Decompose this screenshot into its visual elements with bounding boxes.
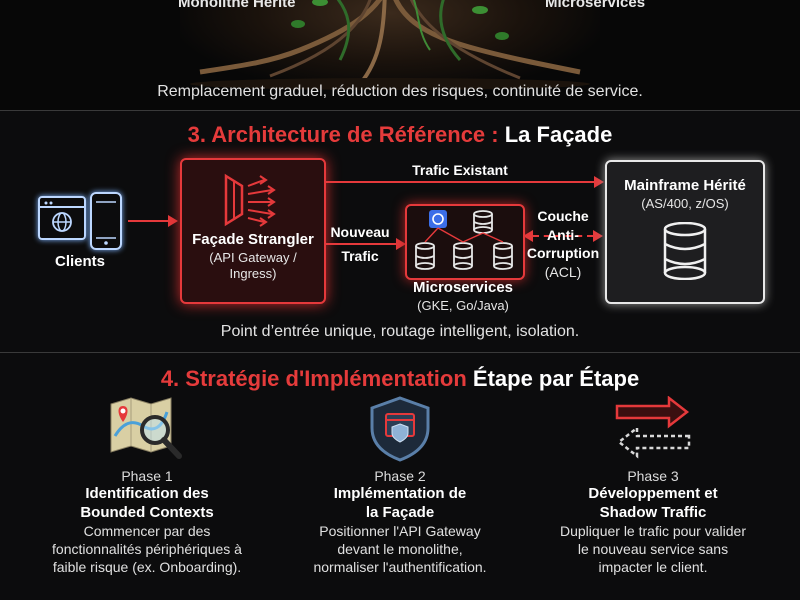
clients-to-facade-arrow — [128, 220, 170, 222]
phase-2-card: Phase 2 Implémentation de la Façade Posi… — [275, 396, 525, 576]
phase-3-title-1: Développement et — [588, 485, 718, 502]
legacy-mainframe-node: Mainframe Hérité (AS/400, z/OS) — [605, 160, 765, 304]
section4-title-white: Étape par Étape — [472, 366, 640, 391]
legacy-monolith-label: Monolithe Hérité — [178, 0, 296, 11]
database-icon — [663, 222, 707, 280]
acl-label-2: Anti- — [547, 227, 579, 243]
existing-traffic-arrow — [324, 181, 594, 183]
new-traffic-arrow — [324, 243, 396, 245]
top-banner: Monolithe Hérité Microservices Remplacem… — [0, 0, 800, 110]
new-traffic-arrowhead — [396, 238, 406, 250]
new-traffic-label-1: Nouveau — [330, 224, 390, 240]
facade-subtitle: (API Gateway / Ingress) — [209, 250, 297, 281]
section3-title-red: 3. Architecture de Référence : — [187, 122, 499, 147]
microservices-title: Microservices — [412, 279, 514, 296]
acl-left-arrowhead — [523, 230, 533, 242]
section4-title-red: 4. Stratégie d'Implémentation — [160, 366, 467, 391]
mainframe-subtitle: (AS/400, z/OS) — [641, 196, 729, 211]
strangler-facade-node: Façade Strangler (API Gateway / Ingress) — [180, 158, 326, 304]
phase-1-card: Phase 1 Identification des Bounded Conte… — [22, 396, 272, 576]
acl-right-arrowhead — [593, 230, 603, 242]
phase-1-desc-1: Commencer par des — [83, 523, 211, 539]
section3-title: 3. Architecture de Référence : La Façade — [0, 122, 800, 148]
top-caption: Remplacement graduel, réduction des risq… — [157, 83, 643, 100]
phase-2-number: Phase 2 — [374, 468, 426, 484]
acl-label-4: (ACL) — [544, 264, 582, 280]
smartphone-icon — [90, 192, 122, 250]
existing-traffic-arrowhead — [594, 176, 604, 188]
phase-1-desc-3: faible risque (ex. Onboarding). — [52, 559, 242, 575]
new-traffic-label-2: Trafic — [341, 248, 379, 264]
phase-3-title-2: Shadow Traffic — [599, 504, 707, 521]
tree-roots-icon — [190, 0, 590, 90]
acl-label-3: Corruption — [526, 245, 600, 261]
phase-1-number: Phase 1 — [121, 468, 173, 484]
acl-label-1: Couche — [537, 208, 589, 224]
section4-title: 4. Stratégie d'Implémentation Étape par … — [0, 366, 800, 392]
tree-illustration — [180, 0, 600, 90]
section-divider — [0, 110, 800, 111]
phase-3-desc-2: le nouveau service sans — [577, 541, 729, 557]
acl-dashed-arrow — [533, 235, 593, 237]
bidirectional-arrows-icon — [613, 395, 693, 462]
phase-3-number: Phase 3 — [627, 468, 679, 484]
microservices-subtitle: (GKE, Go/Java) — [417, 298, 509, 313]
phase-3-desc-1: Dupliquer le trafic pour valider — [560, 523, 746, 539]
phase-3-desc-3: impacter le client. — [598, 559, 708, 575]
phase-2-desc-3: normaliser l'authentification. — [313, 559, 487, 575]
mainframe-title: Mainframe Hérité — [624, 177, 746, 194]
microservices-label: Microservices — [545, 0, 646, 11]
section3-title-white: La Façade — [504, 122, 613, 147]
shield-browser-icon — [360, 396, 440, 462]
clients-to-facade-arrowhead — [168, 215, 178, 227]
phase-2-title-1: Implémentation de — [333, 485, 467, 502]
section3-caption: Point d’entrée unique, routage intellige… — [220, 323, 580, 340]
phase-2-desc-2: devant le monolithe, — [337, 541, 463, 557]
microservices-node — [405, 204, 525, 280]
database-cluster-icon — [415, 210, 513, 270]
map-search-icon — [107, 396, 187, 462]
section-divider — [0, 352, 800, 353]
phase-1-desc-2: fonctionnalités périphériques à — [52, 541, 242, 557]
clients-label: Clients — [54, 253, 105, 270]
phase-2-title-2: la Façade — [365, 504, 435, 521]
existing-traffic-label: Trafic Existant — [412, 162, 508, 178]
funnel-routing-icon — [224, 173, 276, 227]
phase-2-desc-1: Positionner l'API Gateway — [319, 523, 481, 539]
phase-1-title-2: Bounded Contexts — [80, 504, 214, 521]
phase-3-card: Phase 3 Développement et Shadow Traffic … — [528, 395, 778, 576]
browser-icon — [38, 196, 86, 240]
facade-title: Façade Strangler — [192, 231, 314, 248]
phase-1-title-1: Identification des — [85, 485, 209, 502]
